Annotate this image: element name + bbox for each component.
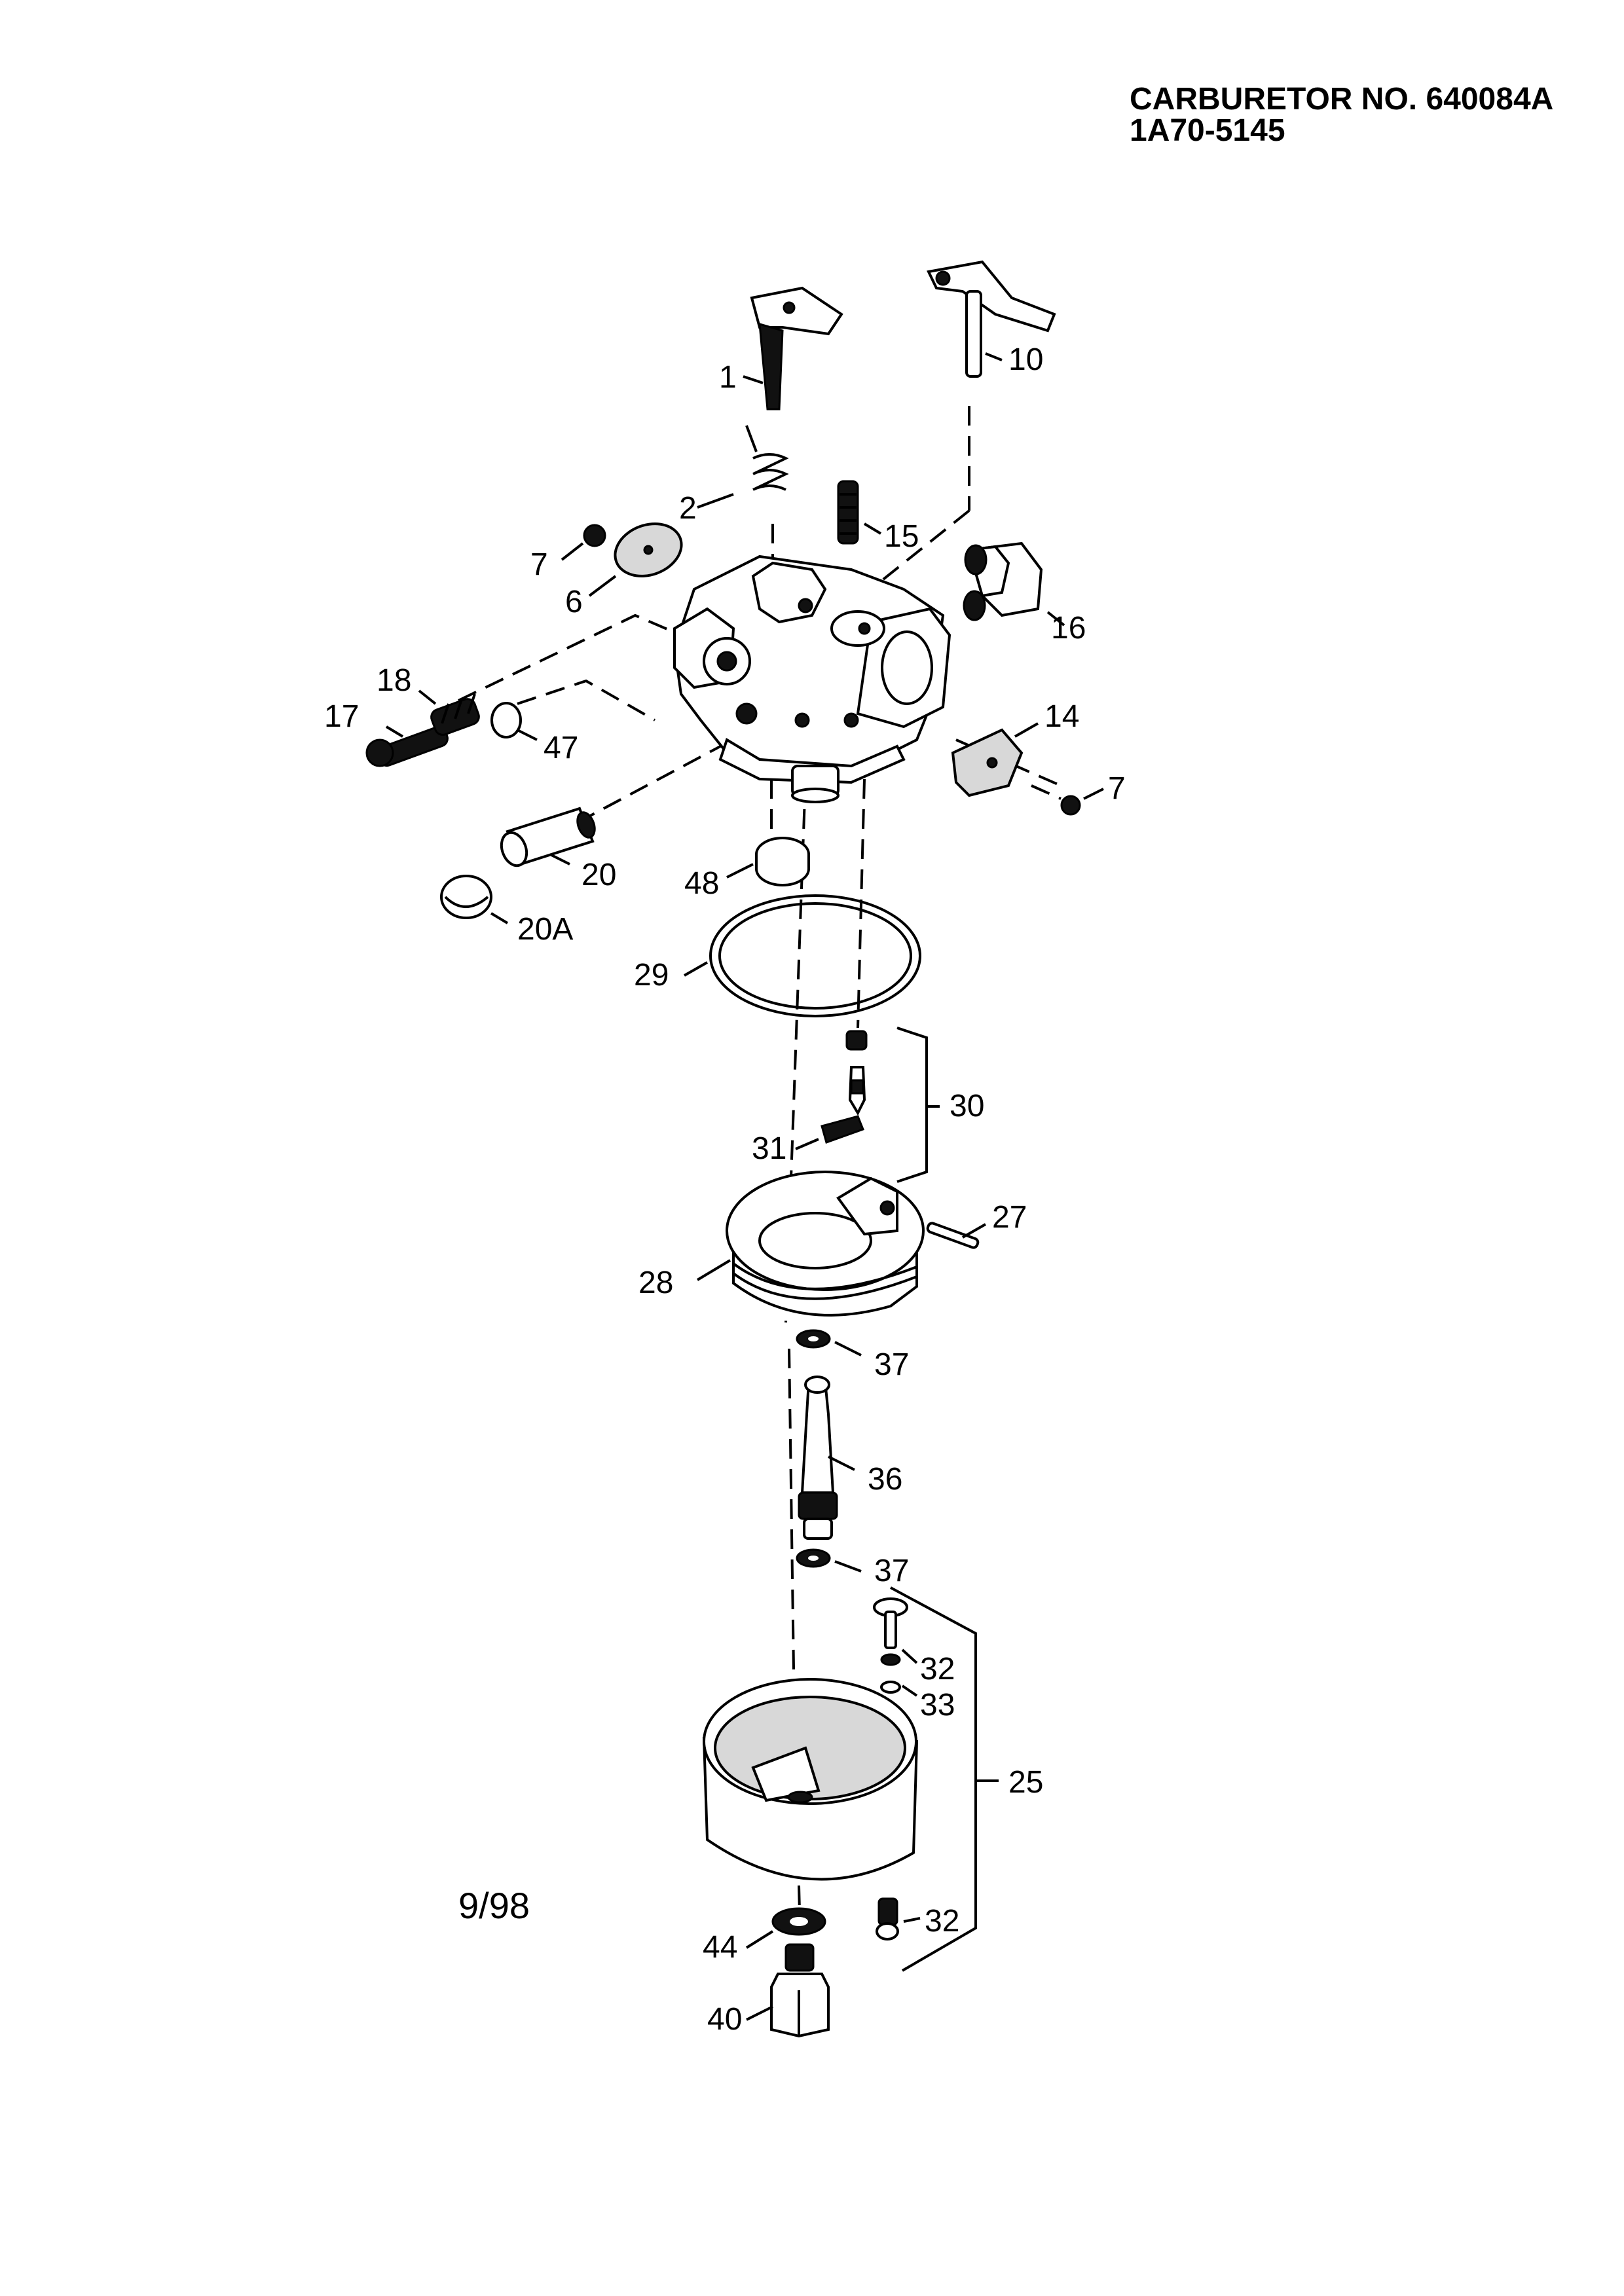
part-label-18: 18 [377, 663, 411, 698]
bracket-30 [896, 1027, 940, 1183]
part-label-32-upper: 32 [920, 1652, 955, 1686]
idle-screw-spring-part [430, 693, 480, 736]
part-label-6: 6 [565, 585, 583, 619]
nozzle-plug-part [440, 875, 492, 919]
part-label-40: 40 [707, 2002, 742, 2037]
main-nozzle-part [500, 807, 596, 867]
float-pin-part [926, 1222, 980, 1249]
date-stamp: 9/98 [458, 1885, 530, 1926]
part-label-1: 1 [719, 360, 737, 395]
part-label-20A: 20A [517, 912, 573, 947]
part-label-20: 20 [581, 858, 616, 892]
part-label-14: 14 [1044, 699, 1079, 734]
part-label-47: 47 [544, 731, 578, 765]
throttle-plate-part [951, 728, 1024, 797]
part-label-30: 30 [950, 1089, 984, 1123]
part-label-31: 31 [752, 1131, 786, 1166]
needle-clip-part [821, 1115, 864, 1144]
drain-valve-part [873, 1597, 908, 1694]
part-label-17: 17 [324, 699, 359, 734]
bowl-nut-washer-part [771, 1907, 826, 1936]
float-bowl-part [702, 1678, 919, 1881]
carburetor-number: CARBURETOR NO. 640084A [1130, 82, 1554, 117]
part-label-16: 16 [1051, 611, 1086, 646]
carburetor-body-part [673, 555, 951, 803]
part-label-36: 36 [868, 1462, 902, 1497]
part-label-7-lower: 7 [1108, 771, 1126, 806]
screw-part-upper [583, 524, 606, 547]
part-label-15: 15 [884, 519, 919, 554]
fuel-fitting-part [963, 541, 1043, 621]
diagram-header: CARBURETOR NO. 640084A 1A70-5145 [1130, 84, 1553, 147]
part-label-29: 29 [634, 958, 669, 993]
idle-spring-part [837, 480, 859, 545]
bowl-nut-part [770, 1943, 830, 2038]
part-label-2: 2 [679, 491, 697, 526]
main-jet-tube-part [798, 1376, 838, 1540]
part-label-10: 10 [1008, 342, 1043, 377]
part-label-32-lower: 32 [925, 1904, 959, 1939]
part-label-25: 25 [1008, 1765, 1043, 1800]
model-number: 1A70-5145 [1130, 113, 1285, 148]
screw-part-lower [1060, 795, 1081, 816]
part-label-37-lower: 37 [874, 1554, 909, 1588]
part-label-27: 27 [992, 1200, 1027, 1235]
part-label-7-upper: 7 [530, 547, 548, 582]
throttle-shaft-part [927, 260, 1056, 378]
drain-spring-part [876, 1897, 899, 1941]
part-label-37-upper: 37 [874, 1347, 909, 1382]
bracket-25 [890, 1586, 999, 1972]
bowl-washer-upper-part [796, 1329, 831, 1349]
part-label-44: 44 [703, 1930, 737, 1965]
leader-lines [385, 352, 1104, 2021]
inlet-needle-part [845, 1030, 868, 1116]
choke-plate-part [614, 522, 683, 577]
part-label-33: 33 [920, 1688, 955, 1722]
welch-plug-part [490, 702, 522, 738]
part-label-48: 48 [684, 866, 719, 901]
choke-shaft-part [750, 286, 843, 410]
choke-spring-part [745, 425, 789, 491]
part-labels: 1 2 6 7 7 10 14 15 16 17 18 20 20A 25 27… [324, 342, 1126, 2037]
bowl-washer-lower-part [796, 1548, 831, 1568]
float-part [726, 1171, 925, 1317]
float-seat-part [755, 837, 810, 886]
part-label-28: 28 [638, 1266, 673, 1300]
bowl-gasket-part [709, 894, 921, 1017]
